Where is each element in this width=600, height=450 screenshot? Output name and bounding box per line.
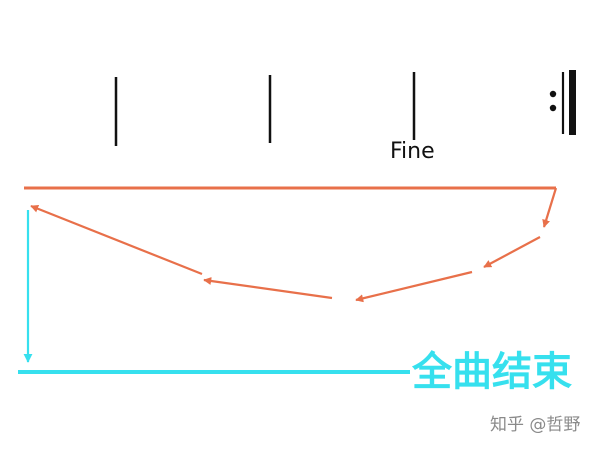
jump-arrow-4 bbox=[203, 277, 333, 300]
repeat-dot-upper bbox=[549, 90, 557, 98]
fine-label: Fine bbox=[390, 139, 435, 164]
end-repeat-sign bbox=[549, 70, 576, 135]
end-label: 全曲结束 bbox=[411, 349, 572, 395]
jump-arrow-5 bbox=[30, 204, 203, 276]
jump-back-path bbox=[30, 187, 558, 303]
watermark: 知乎 @哲野 bbox=[490, 415, 580, 435]
jump-arrow-1 bbox=[542, 187, 558, 228]
jump-arrow-2 bbox=[483, 236, 541, 268]
jump-arrow-3 bbox=[355, 270, 473, 303]
repeat-thick-line bbox=[569, 70, 576, 135]
repeat-dot-lower bbox=[549, 104, 557, 112]
